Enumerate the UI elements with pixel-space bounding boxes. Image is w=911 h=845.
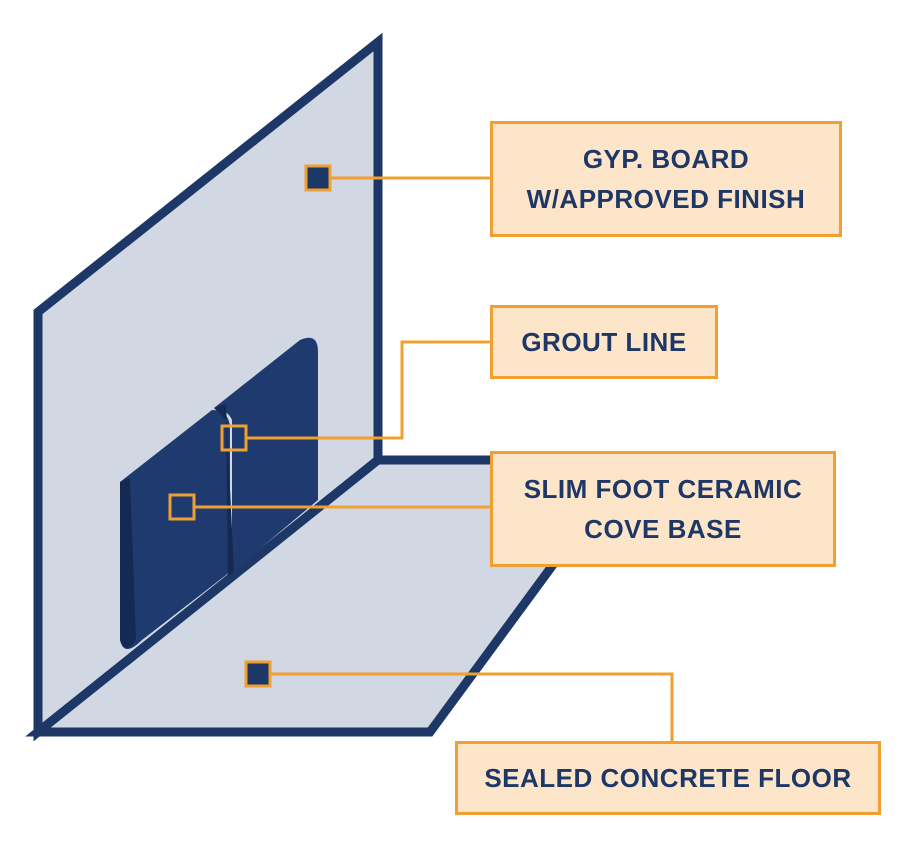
label-cove-base-line-1: SLIM FOOT CERAMIC xyxy=(523,474,803,504)
label-grout-line: GROUT LINE xyxy=(490,305,718,379)
cove-base-shade-back xyxy=(214,404,234,576)
marker-floor xyxy=(244,660,272,688)
cove-base-shade-front xyxy=(120,478,136,648)
cove-base-tile-front xyxy=(120,410,230,649)
label-gyp-board: GYP. BOARD W/APPROVED FINISH xyxy=(490,121,842,237)
label-floor-text: SEALED CONCRETE FLOOR xyxy=(484,763,852,793)
label-cove-base-line-2: COVE BASE xyxy=(584,514,742,544)
label-cove-base: SLIM FOOT CERAMIC COVE BASE xyxy=(490,451,836,567)
leader-line-floor xyxy=(270,672,674,744)
cove-base-tile-back xyxy=(214,337,318,572)
label-grout-line-text: GROUT LINE xyxy=(521,327,687,357)
marker-cove-base xyxy=(168,493,196,521)
marker-gyp-board xyxy=(304,164,332,192)
cove-base-tiles xyxy=(120,337,318,649)
label-gyp-board-line-1: GYP. BOARD xyxy=(582,144,750,174)
leader-line-grout xyxy=(246,340,492,440)
label-floor: SEALED CONCRETE FLOOR xyxy=(455,741,881,815)
label-gyp-board-line-2: W/APPROVED FINISH xyxy=(526,184,806,214)
marker-grout-line xyxy=(220,424,248,452)
